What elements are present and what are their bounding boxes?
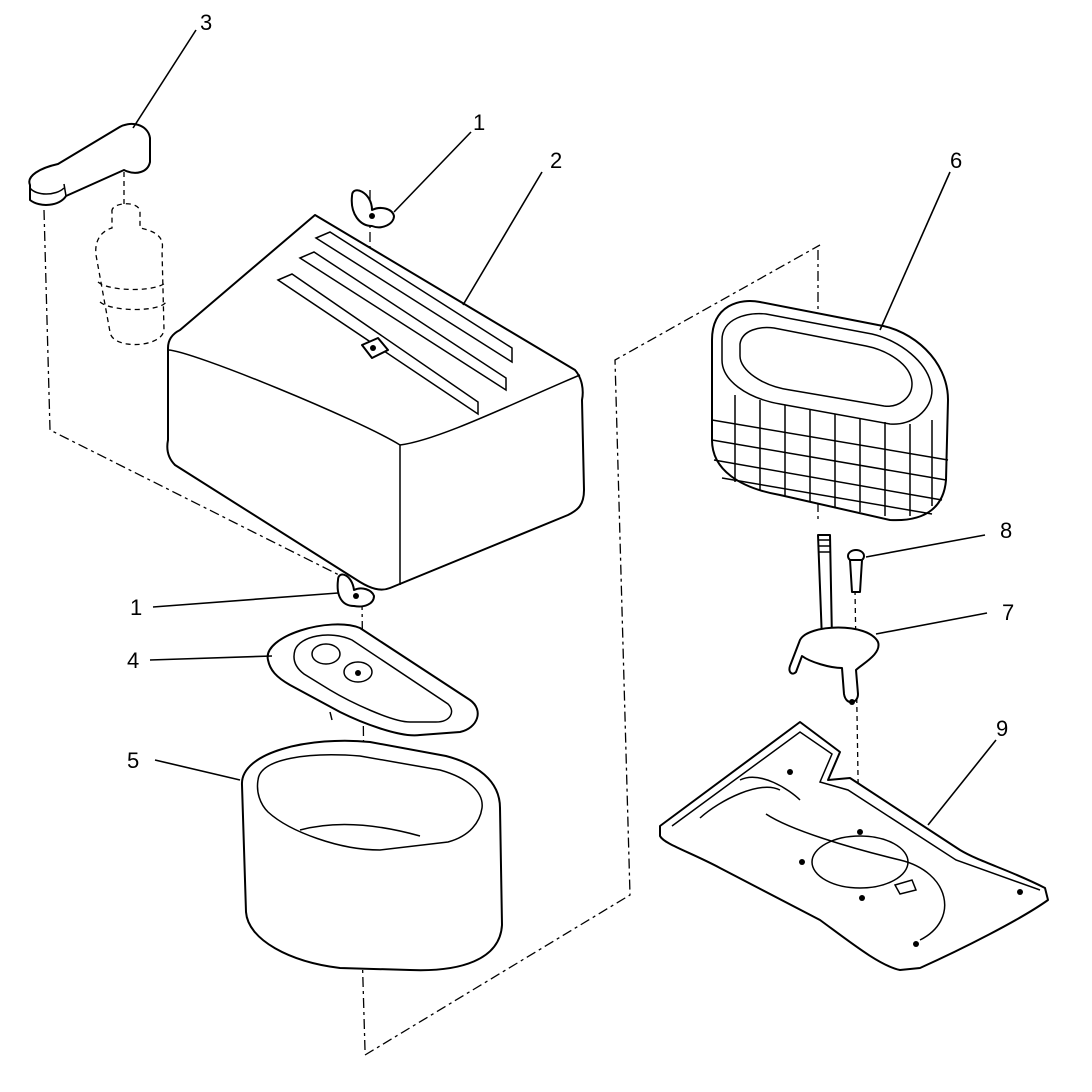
callout-9: 9	[996, 716, 1008, 741]
callout-1-bottom: 1	[130, 595, 142, 620]
callout-labels: 3 1 2 6 8 7 9 1 4 5	[127, 10, 1014, 773]
callout-4: 4	[127, 648, 139, 673]
callout-3: 3	[200, 10, 212, 35]
callout-2: 2	[550, 148, 562, 173]
cover-plate	[266, 623, 479, 737]
stud	[817, 534, 833, 641]
callout-7: 7	[1002, 600, 1014, 625]
bracket	[788, 626, 880, 705]
callout-1-top: 1	[473, 110, 485, 135]
leader-lines	[132, 29, 997, 826]
air-cleaner-cover	[166, 214, 585, 591]
mesh-grid	[711, 395, 949, 516]
base-plate	[659, 721, 1049, 971]
precleaner-tube	[28, 122, 167, 346]
wing-nut-top	[350, 189, 395, 229]
callout-5: 5	[127, 748, 139, 773]
wing-nut-bottom	[336, 573, 375, 608]
callout-8: 8	[1000, 518, 1012, 543]
paper-element	[711, 300, 949, 522]
screw	[847, 549, 865, 593]
foam-element	[240, 739, 503, 972]
callout-6: 6	[950, 148, 962, 173]
